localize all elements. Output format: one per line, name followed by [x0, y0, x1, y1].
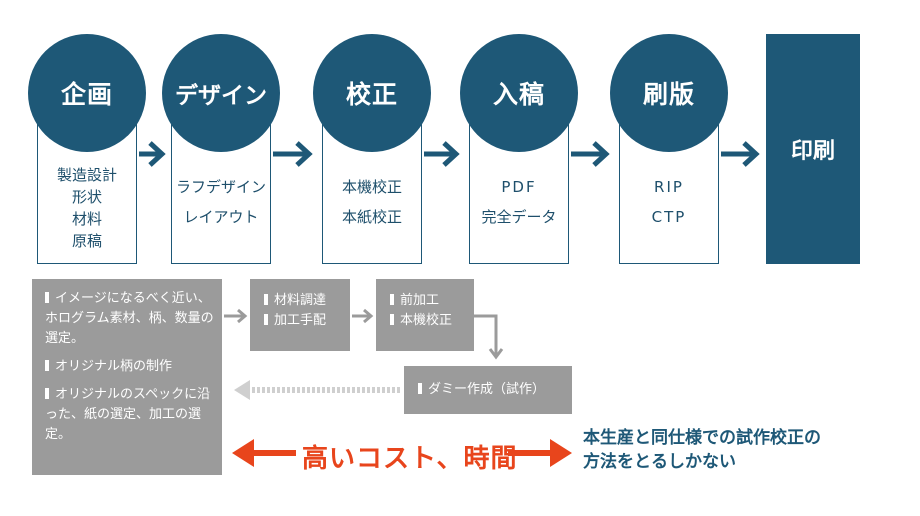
stage-desc-line: 本紙校正: [341, 208, 402, 226]
material-line: 材料調達: [264, 291, 350, 311]
stage-circle-submission: 入稿: [460, 34, 578, 152]
stage-desc-line: PDF: [501, 178, 537, 196]
cost-label: 高いコスト、時間: [302, 444, 518, 474]
dummy-box: ダミー作成（試作）: [404, 366, 572, 414]
material-line: 加工手配: [264, 311, 350, 331]
note-line: 方法をとるしかない: [583, 452, 736, 472]
arrow-right-icon: [571, 141, 610, 167]
note-line: 本生産と同仕様での試作校正の: [583, 428, 821, 448]
detail-item: オリジナルのスペックに沿った、紙の選定、加工の選定。: [45, 385, 214, 445]
arrow-right-icon: [352, 308, 374, 324]
arrow-right-icon: [273, 141, 313, 167]
stage-circle-plate: 刷版: [610, 34, 728, 152]
detail-item: オリジナル柄の制作: [45, 357, 214, 377]
detail-item: イメージになるべく近い、ホログラム素材、柄、数量の選定。: [45, 289, 214, 349]
arrow-right-icon: [139, 141, 166, 167]
process-line: 本機校正: [390, 311, 474, 331]
stage-desc-line: レイアウト: [183, 208, 259, 226]
arrow-right-icon: [224, 308, 248, 324]
stage-desc-line: CTP: [651, 208, 687, 226]
stage-desc-design: ラフデザイン レイアウト: [171, 176, 271, 228]
arrow-right-icon: [424, 141, 460, 167]
arrow-right-icon: [721, 141, 760, 167]
stage-circle-proof: 校正: [313, 34, 431, 152]
stage-box-printing: 印刷: [766, 34, 860, 264]
material-box: 材料調達 加工手配: [250, 279, 350, 351]
gray-detail-box: イメージになるべく近い、ホログラム素材、柄、数量の選定。 オリジナル柄の制作 オ…: [32, 279, 222, 475]
dotted-arrow-left-icon: [234, 380, 401, 400]
stage-desc-submission: PDF 完全データ: [469, 176, 569, 228]
stage-desc-line: 製造設計: [56, 166, 117, 184]
stage-desc-proof: 本機校正 本紙校正: [322, 176, 422, 228]
stage-desc-line: 本機校正: [341, 178, 402, 196]
stage-desc-line: 材料: [71, 210, 102, 228]
stage-desc-plate: RIP CTP: [619, 176, 719, 228]
stage-desc-line: 形状: [71, 188, 102, 206]
conclusion-note: 本生産と同仕様での試作校正の 方法をとるしかない: [583, 426, 821, 474]
stage-circle-design: デザイン: [162, 34, 280, 152]
stage-desc-line: RIP: [654, 178, 684, 196]
process-box: 前加工 本機校正: [376, 279, 474, 351]
dummy-line: ダミー作成（試作）: [418, 380, 572, 400]
stage-desc-planning: 製造設計 形状 材料 原稿: [37, 164, 137, 252]
process-line: 前加工: [390, 291, 474, 311]
arrow-down-icon: [474, 314, 504, 360]
stage-arrows: [139, 141, 760, 167]
stage-circle-planning: 企画: [28, 34, 146, 152]
cost-arrow-left-icon: [232, 439, 296, 467]
stage-desc-line: 原稿: [71, 232, 102, 250]
stage-desc-line: 完全データ: [481, 208, 557, 226]
cost-arrow-right-icon: [508, 439, 572, 467]
stage-desc-line: ラフデザイン: [175, 178, 266, 196]
gray-arrows: [224, 308, 504, 360]
